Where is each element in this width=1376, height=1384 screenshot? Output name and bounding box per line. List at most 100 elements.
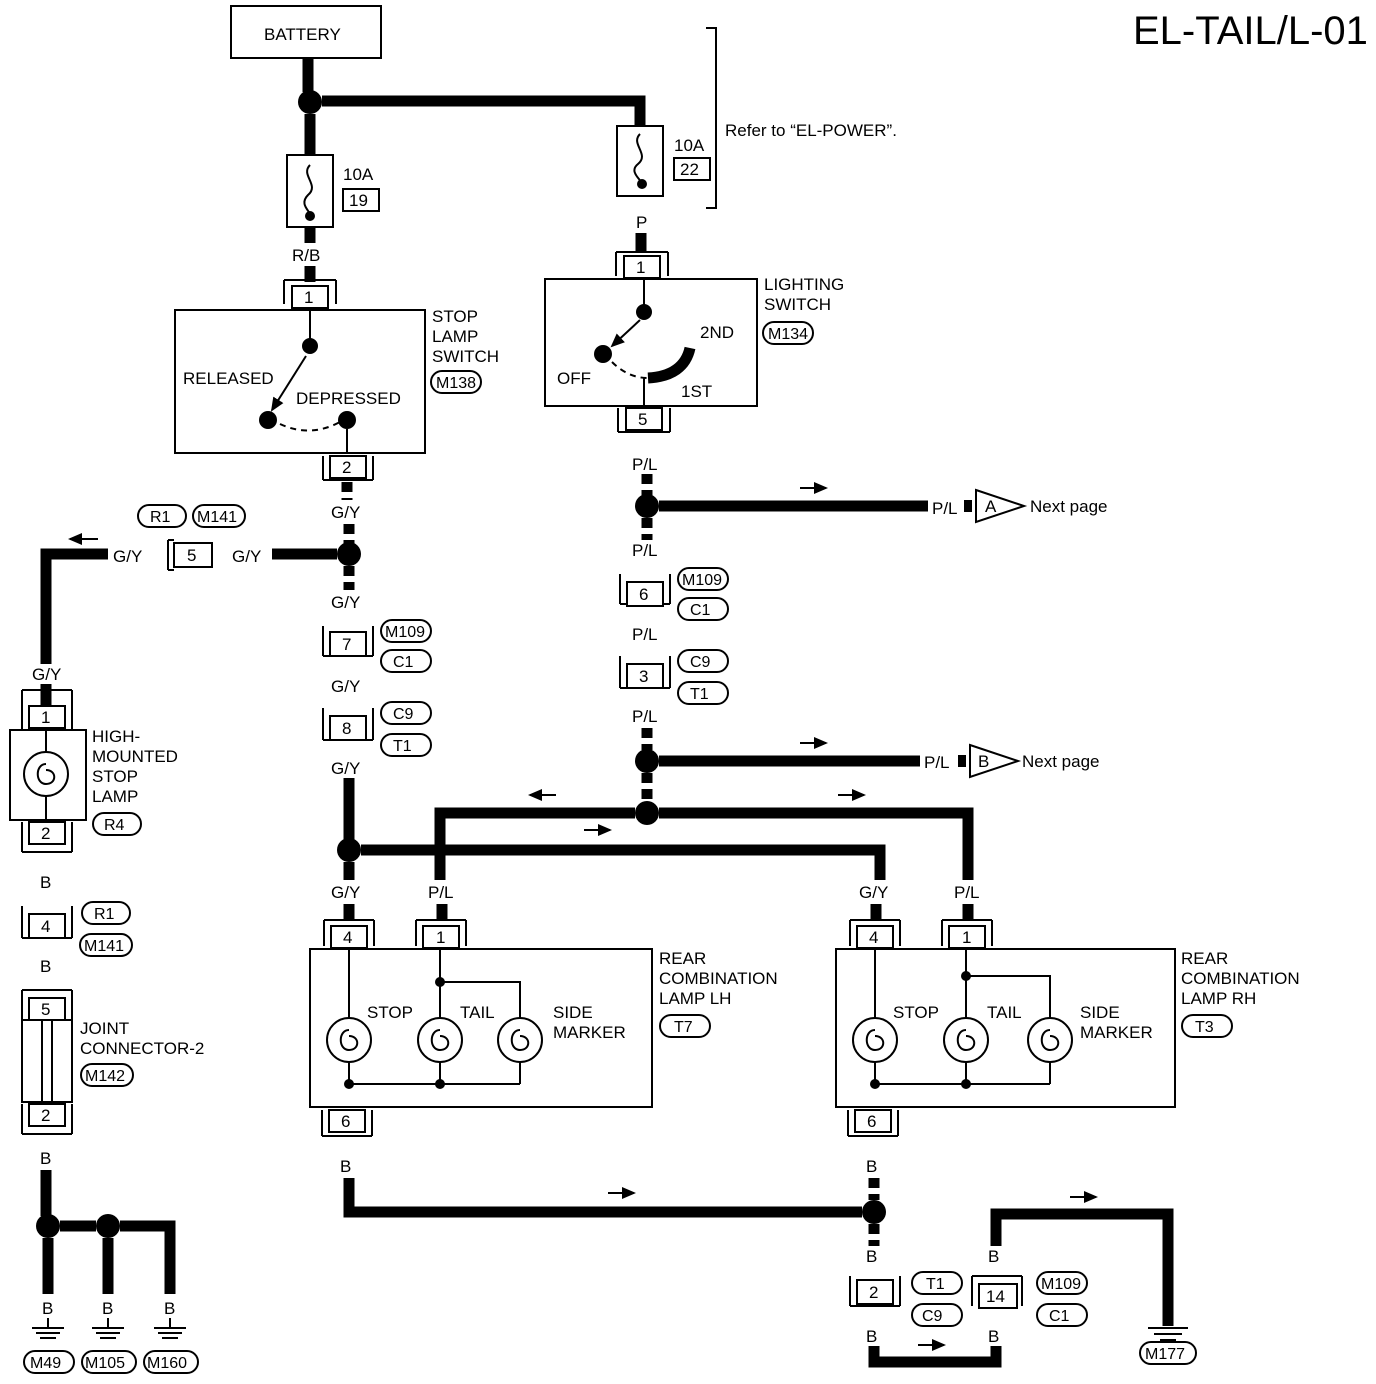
svg-text:1: 1	[304, 288, 313, 307]
svg-text:P/L: P/L	[932, 499, 958, 518]
svg-text:M141: M141	[197, 509, 237, 526]
svg-text:1ST: 1ST	[681, 382, 712, 401]
svg-text:C9: C9	[922, 1308, 943, 1325]
svg-text:Next page: Next page	[1030, 497, 1108, 516]
ground-m49: M49	[23, 1318, 75, 1374]
svg-text:T7: T7	[674, 1019, 693, 1036]
svg-text:M109: M109	[1041, 1276, 1081, 1293]
fuse-22: 10A 22	[616, 125, 711, 197]
svg-text:G/Y: G/Y	[331, 503, 360, 522]
svg-text:7: 7	[342, 635, 351, 654]
svg-text:B: B	[40, 957, 51, 976]
svg-text:5: 5	[41, 1000, 50, 1019]
connector-2: 2 T1 C9	[849, 1271, 963, 1327]
svg-text:TAIL: TAIL	[460, 1003, 495, 1022]
high-mounted-stop-lamp: 1 HIGH- MOUNTED STOP LAMP R4 2	[9, 689, 178, 853]
svg-text:R/B: R/B	[292, 246, 320, 265]
battery: BATTERY	[230, 5, 382, 59]
svg-text:OFF: OFF	[557, 369, 591, 388]
svg-text:B: B	[988, 1247, 999, 1266]
svg-text:Next page: Next page	[1022, 752, 1100, 771]
svg-text:C1: C1	[690, 602, 711, 619]
svg-text:CONNECTOR-2: CONNECTOR-2	[80, 1039, 204, 1058]
svg-text:M49: M49	[30, 1355, 61, 1372]
svg-text:STOP: STOP	[893, 1003, 939, 1022]
svg-text:M105: M105	[85, 1355, 125, 1372]
svg-text:MARKER: MARKER	[553, 1023, 626, 1042]
svg-text:REAR: REAR	[659, 949, 706, 968]
svg-text:4: 4	[41, 917, 50, 936]
svg-text:2: 2	[342, 458, 351, 477]
svg-text:8: 8	[342, 719, 351, 738]
svg-text:G/Y: G/Y	[113, 547, 142, 566]
svg-text:M160: M160	[147, 1355, 187, 1372]
svg-text:M142: M142	[85, 1068, 125, 1085]
svg-text:REAR: REAR	[1181, 949, 1228, 968]
svg-text:P/L: P/L	[632, 707, 658, 726]
svg-text:LAMP LH: LAMP LH	[659, 989, 731, 1008]
svg-text:TAIL: TAIL	[987, 1003, 1022, 1022]
connector-6: 6 M109 C1	[619, 567, 729, 621]
svg-text:STOP: STOP	[92, 767, 138, 786]
page-title: EL-TAIL/L-01	[1133, 9, 1368, 53]
fuse-19: 10A 19	[286, 154, 380, 228]
svg-text:G/Y: G/Y	[331, 593, 360, 612]
connector-7: 7 M109 C1	[322, 619, 432, 673]
svg-text:STOP: STOP	[432, 307, 478, 326]
svg-text:M141: M141	[84, 938, 124, 955]
joint-connector-2: 5 JOINT CONNECTOR-2 M142 2	[21, 989, 204, 1135]
svg-text:RELEASED: RELEASED	[183, 369, 274, 388]
svg-text:C9: C9	[393, 706, 414, 723]
svg-text:STOP: STOP	[367, 1003, 413, 1022]
svg-text:3: 3	[639, 667, 648, 686]
svg-text:G/Y: G/Y	[331, 677, 360, 696]
svg-text:G/Y: G/Y	[32, 665, 61, 684]
svg-text:B: B	[340, 1157, 351, 1176]
svg-text:P/L: P/L	[954, 883, 980, 902]
svg-text:4: 4	[869, 928, 878, 947]
svg-text:T1: T1	[690, 686, 709, 703]
svg-text:B: B	[164, 1299, 175, 1318]
svg-text:B: B	[40, 873, 51, 892]
svg-text:LAMP RH: LAMP RH	[1181, 989, 1256, 1008]
svg-text:R1: R1	[94, 906, 115, 923]
rear-combination-lamp-rh: 4 1 STOP TAIL SIDE MARKER REAR COMBINATI…	[835, 919, 1300, 1137]
svg-text:1: 1	[636, 258, 645, 277]
svg-text:P/L: P/L	[632, 625, 658, 644]
svg-text:B: B	[978, 752, 989, 771]
svg-text:6: 6	[867, 1112, 876, 1131]
svg-text:2: 2	[41, 1106, 50, 1125]
svg-text:G/Y: G/Y	[232, 547, 261, 566]
svg-text:P/L: P/L	[924, 753, 950, 772]
lighting-switch: 1 OFF 1ST 2ND LIGHTING SWITCH M134 5	[544, 251, 844, 433]
svg-text:R4: R4	[104, 817, 125, 834]
svg-text:1: 1	[41, 708, 50, 727]
svg-text:COMBINATION: COMBINATION	[659, 969, 778, 988]
svg-text:M134: M134	[768, 326, 808, 343]
svg-text:4: 4	[343, 928, 352, 947]
stop-lamp-switch: 1 RELEASED DEPRESSED STOP LAMP SWITCH M1…	[174, 279, 499, 481]
svg-text:B: B	[40, 1149, 51, 1168]
svg-text:10A: 10A	[674, 136, 705, 155]
rear-combination-lamp-lh: 4 1 STOP TAIL SIDE MARKER REAR COMBINATI…	[309, 919, 778, 1137]
svg-text:MARKER: MARKER	[1080, 1023, 1153, 1042]
svg-text:SIDE: SIDE	[1080, 1003, 1120, 1022]
svg-text:M109: M109	[385, 624, 425, 641]
connector-4: 4 R1 M141	[21, 901, 133, 957]
svg-text:5: 5	[638, 410, 647, 429]
svg-text:LAMP: LAMP	[432, 327, 478, 346]
next-page-b: B Next page	[969, 743, 1100, 779]
svg-text:M138: M138	[436, 375, 476, 392]
svg-text:1: 1	[962, 928, 971, 947]
svg-text:JOINT: JOINT	[80, 1019, 129, 1038]
svg-text:C1: C1	[1049, 1308, 1070, 1325]
ground-m105: M105	[81, 1318, 137, 1374]
svg-text:10A: 10A	[343, 165, 374, 184]
svg-text:22: 22	[680, 160, 699, 179]
svg-text:B: B	[866, 1157, 877, 1176]
svg-text:G/Y: G/Y	[331, 883, 360, 902]
svg-text:B: B	[42, 1299, 53, 1318]
svg-text:1: 1	[436, 928, 445, 947]
svg-text:G/Y: G/Y	[859, 883, 888, 902]
